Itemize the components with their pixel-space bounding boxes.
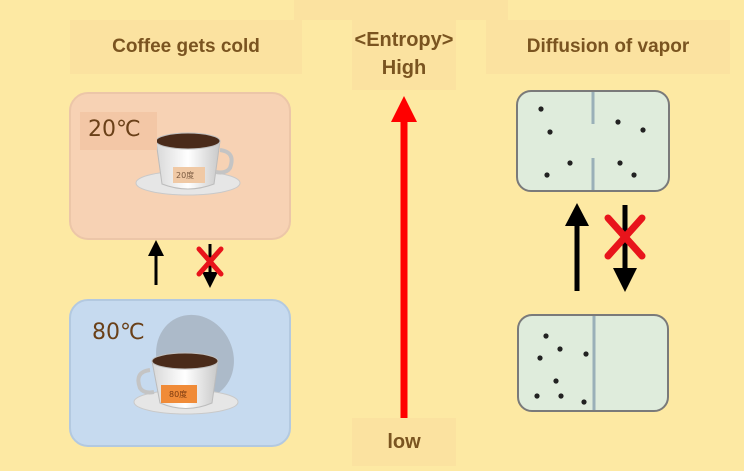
coffee-cup-icon [133,314,239,415]
hot-temperature: 80℃ [92,320,145,345]
entropy-high-label: High [381,57,427,79]
entropy-heading-box [294,0,508,20]
hot-cup-label: 80度 [169,390,188,399]
red-cross-icon [604,214,646,260]
red-cross-icon [196,246,224,277]
coffee-cup-icon [135,132,241,196]
entropy-arrow [391,96,417,418]
cold-temp-box [80,112,157,150]
entropy-heading-box-lower: <Entropy> High [352,18,456,90]
diffused-vapor-box [516,90,670,192]
vapor-title-box: Diffusion of vapor [486,20,730,74]
entropy-heading: <Entropy> [354,29,454,51]
vapor-title: Diffusion of vapor [526,36,690,57]
up-arrow-icon [565,203,589,291]
coffee-title-box: Coffee gets cold [70,20,302,74]
cold-cup-label: 20度 [176,171,195,180]
concentrated-vapor-box [517,314,669,412]
coffee-title: Coffee gets cold [112,36,260,57]
entropy-low-label: low [387,430,421,453]
cold-temperature: 20℃ [88,117,141,142]
up-arrow-icon [148,240,164,285]
entropy-low-box: low [352,418,456,466]
